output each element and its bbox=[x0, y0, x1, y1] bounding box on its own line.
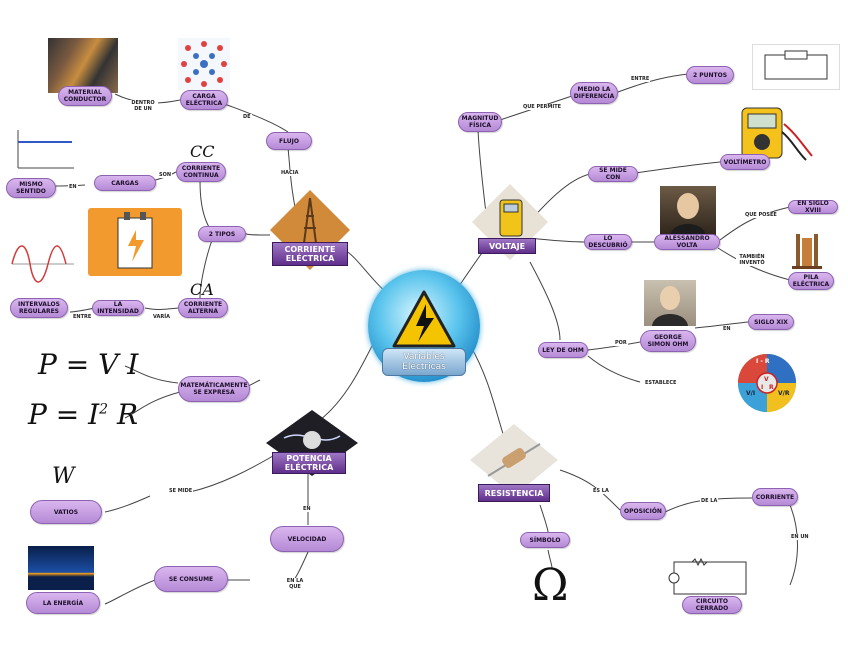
ohm-triangle-image: I - R V I R V/I V/R bbox=[736, 352, 798, 414]
topic-potencia[interactable]: POTENCIA ELÉCTRICA bbox=[272, 452, 346, 474]
energy-image bbox=[28, 546, 94, 590]
node-la-energia[interactable]: LA ENERGÍA bbox=[26, 592, 100, 614]
volta-portrait bbox=[660, 186, 716, 236]
node-siglo-xix[interactable]: SIGLO XIX bbox=[748, 314, 794, 330]
node-lo-descubrio[interactable]: LO DESCUBRIÓ bbox=[584, 234, 632, 250]
battery-image bbox=[88, 208, 182, 276]
connector-que-posee: QUE POSEE bbox=[744, 212, 778, 218]
cc-label: CC bbox=[190, 142, 215, 161]
node-oposicion[interactable]: OPOSICIÓN bbox=[620, 502, 666, 520]
connector-en-4: EN bbox=[302, 506, 312, 512]
node-circuito-cerrado[interactable]: CIRCUITO CERRADO bbox=[682, 596, 742, 614]
connector-hacia: HACIA bbox=[280, 170, 300, 176]
lightning-warning-icon bbox=[392, 290, 456, 348]
node-mismo-sentido[interactable]: MISMO SENTIDO bbox=[6, 178, 56, 198]
node-pila-electrica[interactable]: PILA ELÉCTRICA bbox=[788, 272, 834, 290]
center-title-line2: Eléctricas bbox=[402, 362, 446, 372]
connector-en-un: EN UN bbox=[790, 534, 810, 540]
connector-entre: ENTRE bbox=[72, 314, 93, 320]
dc-graph-image bbox=[14, 128, 76, 172]
ac-graph-image bbox=[8, 238, 76, 290]
formula-i2r-left: P = I bbox=[28, 398, 100, 431]
node-se-consume[interactable]: SE CONSUME bbox=[154, 566, 228, 592]
connector-dentro-de-un: DENTRO DE UN bbox=[128, 100, 158, 112]
closed-circuit-image bbox=[668, 556, 752, 600]
connector-en-la-que: EN LA QUE bbox=[284, 578, 306, 590]
node-material-conductor[interactable]: MATERIAL CONDUCTOR bbox=[58, 86, 112, 106]
connector-tambien-invento: TAMBIÉN INVENTÓ bbox=[736, 254, 768, 266]
center-title-line1: Variables bbox=[403, 352, 445, 362]
formula-i2r-right: R bbox=[108, 398, 139, 431]
ohm-triangle-v: V bbox=[764, 376, 769, 383]
node-george-simon-ohm[interactable]: GEORGE SIMON OHM bbox=[640, 330, 696, 352]
node-ley-de-ohm[interactable]: LEY DE OHM bbox=[538, 342, 588, 358]
circuit-diagram-image bbox=[752, 44, 840, 90]
node-alessandro-volta[interactable]: ALESSANDRO VOLTA bbox=[654, 234, 720, 250]
node-la-intensidad[interactable]: LA INTENSIDAD bbox=[92, 300, 144, 316]
formula-power-i2r: P = I2 R bbox=[28, 398, 138, 431]
charge-image bbox=[178, 38, 230, 90]
connector-entre-2: ENTRE bbox=[630, 76, 651, 82]
node-magnitud-fisica[interactable]: MAGNITUD FÍSICA bbox=[458, 112, 502, 132]
node-se-mide-con[interactable]: SE MIDE CON bbox=[588, 166, 638, 182]
node-corriente-alterna[interactable]: CORRIENTE ALTERNA bbox=[178, 298, 228, 318]
node-velocidad[interactable]: VELOCIDAD bbox=[270, 526, 344, 552]
connector-por: POR bbox=[614, 340, 628, 346]
formula-power-vi: P = V I bbox=[38, 348, 139, 381]
voltmeter-image bbox=[736, 104, 816, 162]
connector-establece: ESTABLECE bbox=[644, 380, 678, 386]
node-vatios[interactable]: VATIOS bbox=[30, 500, 102, 524]
watt-symbol: W bbox=[52, 464, 75, 489]
connector-en-3: EN bbox=[722, 326, 732, 332]
ohm-symbol: Ω bbox=[532, 560, 569, 611]
node-dos-puntos[interactable]: 2 PUNTOS bbox=[686, 66, 734, 84]
node-carga-electrica[interactable]: CARGA ELÉCTRICA bbox=[180, 90, 228, 110]
node-dos-tipos[interactable]: 2 TIPOS bbox=[198, 226, 246, 242]
ohm-triangle-right: V/R bbox=[778, 390, 790, 397]
node-corriente-continua[interactable]: CORRIENTE CONTINUA bbox=[176, 162, 226, 182]
node-medio-diferencia[interactable]: MEDIO LA DIFERENCIA bbox=[570, 82, 618, 104]
connector-de: DE bbox=[242, 114, 252, 120]
formula-i2r-exp: 2 bbox=[99, 401, 109, 418]
ohm-portrait bbox=[644, 280, 696, 326]
node-intervalos-regulares[interactable]: INTERVALOS REGULARES bbox=[10, 298, 68, 318]
ohm-triangle-r: R bbox=[769, 384, 774, 391]
node-en-siglo-xviii[interactable]: EN SIGLO XVIII bbox=[788, 200, 838, 214]
ohm-triangle-left: V/I bbox=[746, 390, 756, 397]
node-cargas[interactable]: CARGAS bbox=[94, 175, 156, 191]
ohm-triangle-i: I bbox=[761, 384, 764, 391]
resistor-icon bbox=[470, 424, 558, 496]
node-matematicamente[interactable]: MATEMÁTICAMENTE SE EXPRESA bbox=[178, 376, 250, 402]
connector-de-la: DE LA bbox=[700, 498, 719, 504]
cables-image bbox=[48, 38, 118, 93]
connector-son: SON bbox=[158, 172, 173, 178]
ohm-triangle-top: I - R bbox=[756, 358, 770, 365]
connector-varia: VARÍA bbox=[152, 314, 171, 320]
connector-es-la: ES LA bbox=[592, 488, 610, 494]
connector-que-permite: QUE PERMITE bbox=[522, 104, 563, 110]
topic-corriente[interactable]: CORRIENTE ELÉCTRICA bbox=[272, 242, 348, 266]
topic-resistencia[interactable]: RESISTENCIA bbox=[478, 484, 550, 502]
pile-image bbox=[790, 230, 824, 270]
ca-label: CA bbox=[190, 280, 214, 299]
node-corriente[interactable]: CORRIENTE bbox=[752, 488, 798, 506]
node-simbolo[interactable]: SÍMBOLO bbox=[520, 532, 570, 548]
node-voltimetro[interactable]: VOLTÍMETRO bbox=[720, 154, 770, 170]
node-flujo[interactable]: FLUJO bbox=[266, 132, 312, 150]
topic-voltaje[interactable]: VOLTAJE bbox=[478, 238, 536, 254]
connector-en: EN bbox=[68, 184, 78, 190]
connector-se-mide: SE MIDE bbox=[168, 488, 194, 494]
